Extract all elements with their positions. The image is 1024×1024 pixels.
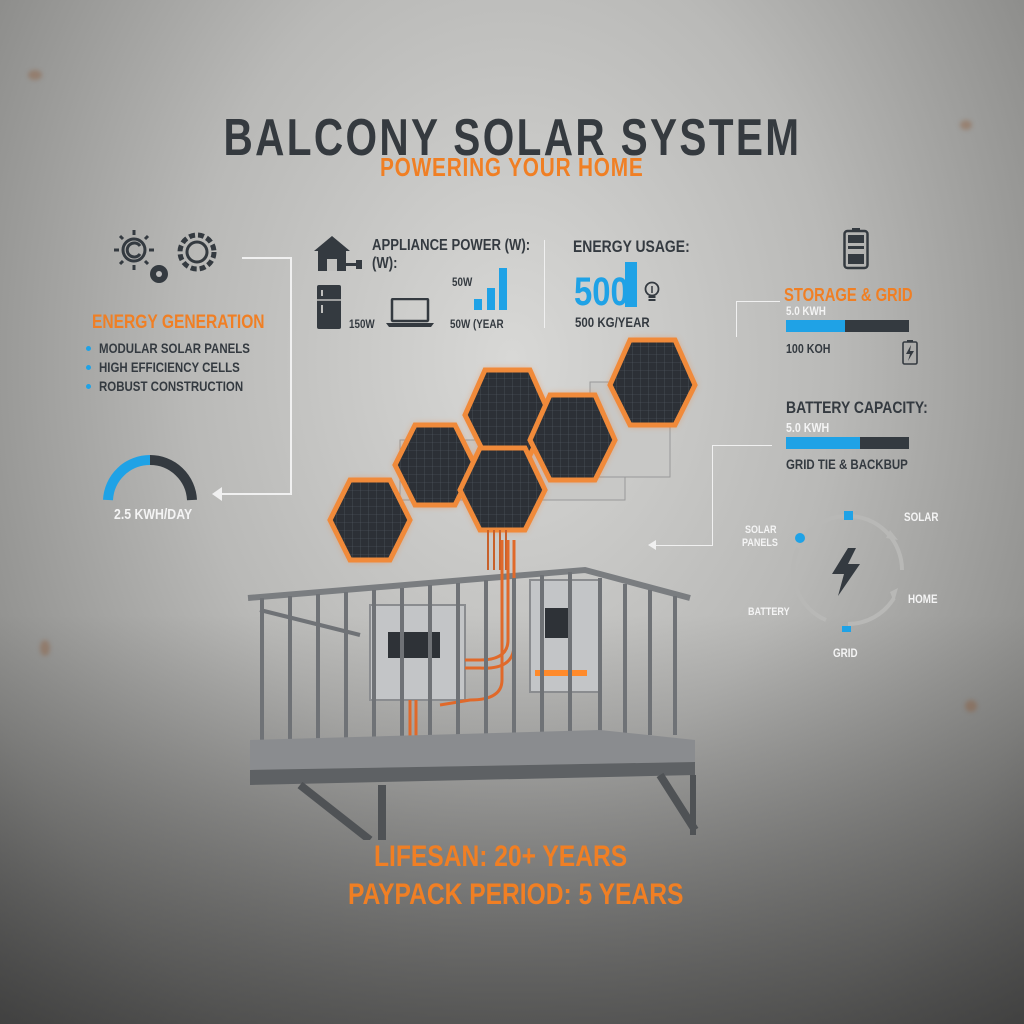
page-title: BALCONY SOLAR SYSTEM (223, 109, 801, 167)
energy-usage-subvalue: 500 KG/YEAR (575, 314, 650, 330)
energy-usage-bar (625, 262, 637, 307)
connector-line (220, 493, 292, 495)
lifespan-text: LIFESAN: 20+ YEARS (374, 840, 628, 873)
rust-stain (40, 640, 50, 656)
appliance-power-heading: APPLIANCE POWER (W): (W): (372, 237, 531, 272)
energy-usage-heading: ENERGY USAGE: (573, 237, 690, 256)
laptop-icon (386, 297, 434, 333)
battery-icon (843, 228, 869, 275)
rust-stain (28, 70, 42, 80)
appliance-bar-chart (452, 262, 512, 317)
battery-capacity-label: 5.0 KWH (786, 420, 830, 435)
rust-stain (965, 700, 977, 712)
list-item: MODULAR SOLAR PANELS (86, 340, 283, 356)
hexagon-solar-panels-illustration (320, 330, 720, 575)
connector-line (712, 445, 713, 545)
connector-line (736, 301, 780, 302)
storage-capacity-label: 5.0 KWH (786, 304, 826, 318)
sun-gear-icon (112, 228, 222, 293)
appliance-bottom-label: 50W (YEAR (450, 317, 504, 331)
divider (544, 240, 545, 328)
connector-line (290, 257, 292, 495)
flow-label-grid: GRID (833, 646, 858, 660)
storage-subvalue: 100 KOH (786, 341, 831, 356)
arrow-left-icon (648, 540, 656, 550)
connector-line (242, 257, 292, 259)
rust-stain (960, 120, 972, 130)
page-subtitle: POWERING YOUR HOME (380, 152, 644, 182)
flow-label-solar: SOLAR (904, 510, 939, 524)
energy-usage-value: 500 (574, 270, 629, 314)
lightbulb-icon (643, 281, 661, 310)
connector-line (712, 445, 772, 446)
gauge-label: 2.5 KWH/DAY (114, 506, 193, 523)
battery-capacity-heading: BATTERY CAPACITY: (786, 398, 928, 417)
flow-label-home: HOME (908, 592, 938, 606)
balcony-illustration (240, 540, 700, 845)
energy-generation-list: MODULAR SOLAR PANELS HIGH EFFICIENCY CEL… (86, 340, 283, 397)
flow-label-battery: BATTERY (748, 606, 790, 618)
battery-subvalue: GRID TIE & BACKBUP (786, 456, 908, 472)
storage-progress-bar (786, 320, 909, 332)
payback-period-text: PAYPACK PERIOD: 5 YEARS (348, 878, 684, 911)
energy-flow-cycle (786, 508, 910, 637)
battery-progress-bar (786, 437, 909, 449)
battery-charge-icon (902, 340, 918, 371)
connector-line (656, 545, 713, 546)
arrow-left-icon (212, 487, 222, 501)
fridge-watt-value: 150W (349, 317, 375, 331)
list-item: HIGH EFFICIENCY CELLS (86, 359, 283, 375)
list-item: ROBUST CONSTRUCTION (86, 378, 283, 394)
connector-line (736, 301, 737, 337)
fridge-icon (316, 284, 342, 337)
flow-label-solar-panels: SOLAR PANELS (742, 524, 778, 549)
bar-top-label: 50W (452, 275, 473, 289)
storage-grid-heading: STORAGE & GRID (784, 285, 913, 305)
daily-energy-gauge (100, 454, 200, 510)
energy-generation-heading: ENERGY GENERATION (92, 312, 265, 333)
house-plug-icon (312, 233, 368, 278)
